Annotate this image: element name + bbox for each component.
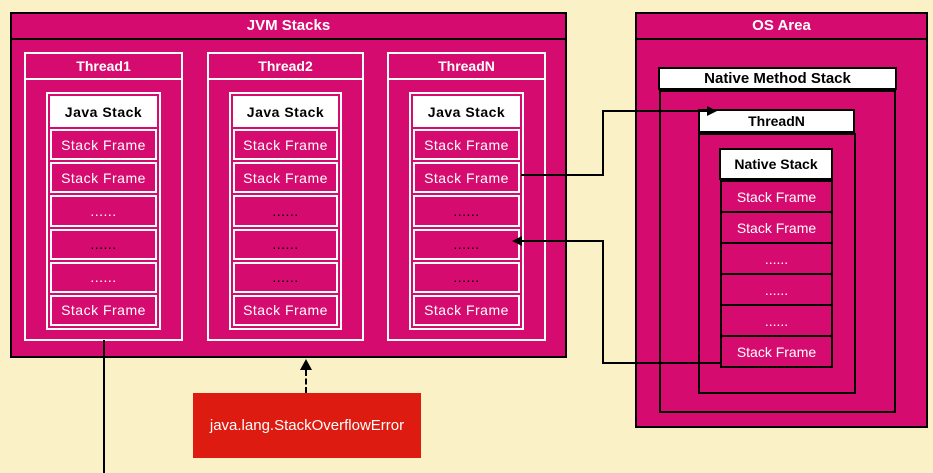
os-area: OS Area Native Method Stack ThreadN Nati… xyxy=(635,12,928,428)
stack-frame-row: Stack Frame xyxy=(50,294,157,326)
ellipsis-row: ...... xyxy=(50,195,157,227)
stack-overflow-error-label: java.lang.StackOverflowError xyxy=(209,417,405,434)
java-stack-header: Java Stack xyxy=(413,96,520,128)
jvm-stacks-title: JVM Stacks xyxy=(12,14,565,40)
stack-frame-row: Stack Frame xyxy=(233,162,338,194)
jvm-to-os-arrow-seg3 xyxy=(602,110,708,112)
ellipsis-row: ...... xyxy=(720,242,833,275)
stack-overflow-error-box: java.lang.StackOverflowError xyxy=(193,393,421,458)
stack-frame-row: Stack Frame xyxy=(720,211,833,244)
jvm-to-os-arrowhead-icon xyxy=(707,106,717,116)
stack-frame-row: Stack Frame xyxy=(413,162,520,194)
ellipsis-row: ...... xyxy=(50,261,157,293)
thread2-box: Thread2 Java Stack Stack Frame Stack Fra… xyxy=(207,52,364,341)
stack-frame-row: Stack Frame xyxy=(720,180,833,213)
stack-frame-row: Stack Frame xyxy=(413,294,520,326)
ellipsis-row: ...... xyxy=(413,261,520,293)
thread2-title: Thread2 xyxy=(209,54,362,80)
os-threadn-container: Native Stack Stack Frame Stack Frame ...… xyxy=(698,133,856,394)
thread2-java-stack: Java Stack Stack Frame Stack Frame .....… xyxy=(229,92,342,330)
threadn-title: ThreadN xyxy=(389,54,544,80)
ellipsis-row: ...... xyxy=(233,228,338,260)
ellipsis-row: ...... xyxy=(413,228,520,260)
stack-frame-row: Stack Frame xyxy=(233,129,338,161)
ellipsis-row: ...... xyxy=(413,195,520,227)
ellipsis-row: ...... xyxy=(50,228,157,260)
os-to-jvm-arrow-seg1 xyxy=(602,362,720,364)
native-method-stack-header: Native Method Stack xyxy=(658,67,897,90)
error-dashed-line xyxy=(305,370,307,393)
stack-frame-row: Stack Frame xyxy=(413,129,520,161)
java-stack-header: Java Stack xyxy=(50,96,157,128)
os-to-jvm-arrow-seg3 xyxy=(522,240,604,242)
jvm-to-os-arrow-seg2 xyxy=(602,110,604,176)
os-to-jvm-arrow-seg2 xyxy=(602,240,604,364)
thread1-title: Thread1 xyxy=(26,54,181,80)
stack-frame-row: Stack Frame xyxy=(233,294,338,326)
stack-frame-row: Stack Frame xyxy=(720,335,833,368)
native-stack-header: Native Stack xyxy=(719,148,833,180)
threadn-java-stack: Java Stack Stack Frame Stack Frame .....… xyxy=(409,92,524,330)
stack-frame-row: Stack Frame xyxy=(50,162,157,194)
java-stack-header: Java Stack xyxy=(233,96,338,128)
os-area-title: OS Area xyxy=(637,14,926,40)
ellipsis-row: ...... xyxy=(720,304,833,337)
os-threadn-header: ThreadN xyxy=(698,109,855,133)
ellipsis-row: ...... xyxy=(233,261,338,293)
thread1-connector-line xyxy=(103,340,105,473)
ellipsis-row: ...... xyxy=(233,195,338,227)
stack-frame-row: Stack Frame xyxy=(50,129,157,161)
native-stack-rows: Stack Frame Stack Frame ...... ...... ..… xyxy=(720,180,833,368)
error-arrowhead-icon xyxy=(300,359,312,370)
native-method-stack-container: ThreadN Native Stack Stack Frame Stack F… xyxy=(659,90,896,413)
threadn-box: ThreadN Java Stack Stack Frame Stack Fra… xyxy=(387,52,546,341)
os-to-jvm-arrowhead-icon xyxy=(512,236,522,246)
thread1-box: Thread1 Java Stack Stack Frame Stack Fra… xyxy=(24,52,183,341)
ellipsis-row: ...... xyxy=(720,273,833,306)
thread1-java-stack: Java Stack Stack Frame Stack Frame .....… xyxy=(46,92,161,330)
jvm-stacks-area: JVM Stacks Thread1 Java Stack Stack Fram… xyxy=(10,12,567,358)
jvm-to-os-arrow-seg1 xyxy=(521,174,604,176)
